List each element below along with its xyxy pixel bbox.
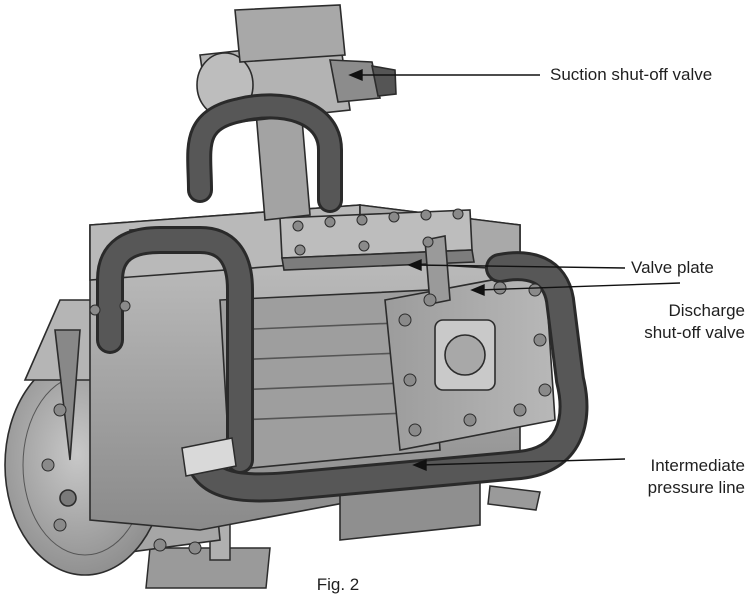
label-intermediate-line2: pressure line xyxy=(647,478,745,497)
leader-discharge xyxy=(477,282,681,291)
label-suction-shut-off-valve: Suction shut-off valve xyxy=(550,65,713,84)
label-valve-plate: Valve plate xyxy=(631,258,714,277)
leader-lines xyxy=(348,68,681,472)
label-intermediate-pressure-line: Intermediate pressure line xyxy=(648,455,745,499)
leader-valve-plate xyxy=(414,264,626,269)
bolts xyxy=(41,208,552,555)
label-discharge-line1: Discharge xyxy=(668,301,745,320)
pipes xyxy=(96,93,589,503)
leader-intermediate xyxy=(419,458,626,466)
discharge-cover xyxy=(384,235,556,451)
figure-caption: Fig. 2 xyxy=(316,575,360,594)
label-discharge-shut-off-valve: Discharge shut-off valve xyxy=(644,300,745,344)
label-intermediate-line1: Intermediate xyxy=(650,456,746,475)
label-discharge-line2: shut-off valve xyxy=(644,323,745,342)
